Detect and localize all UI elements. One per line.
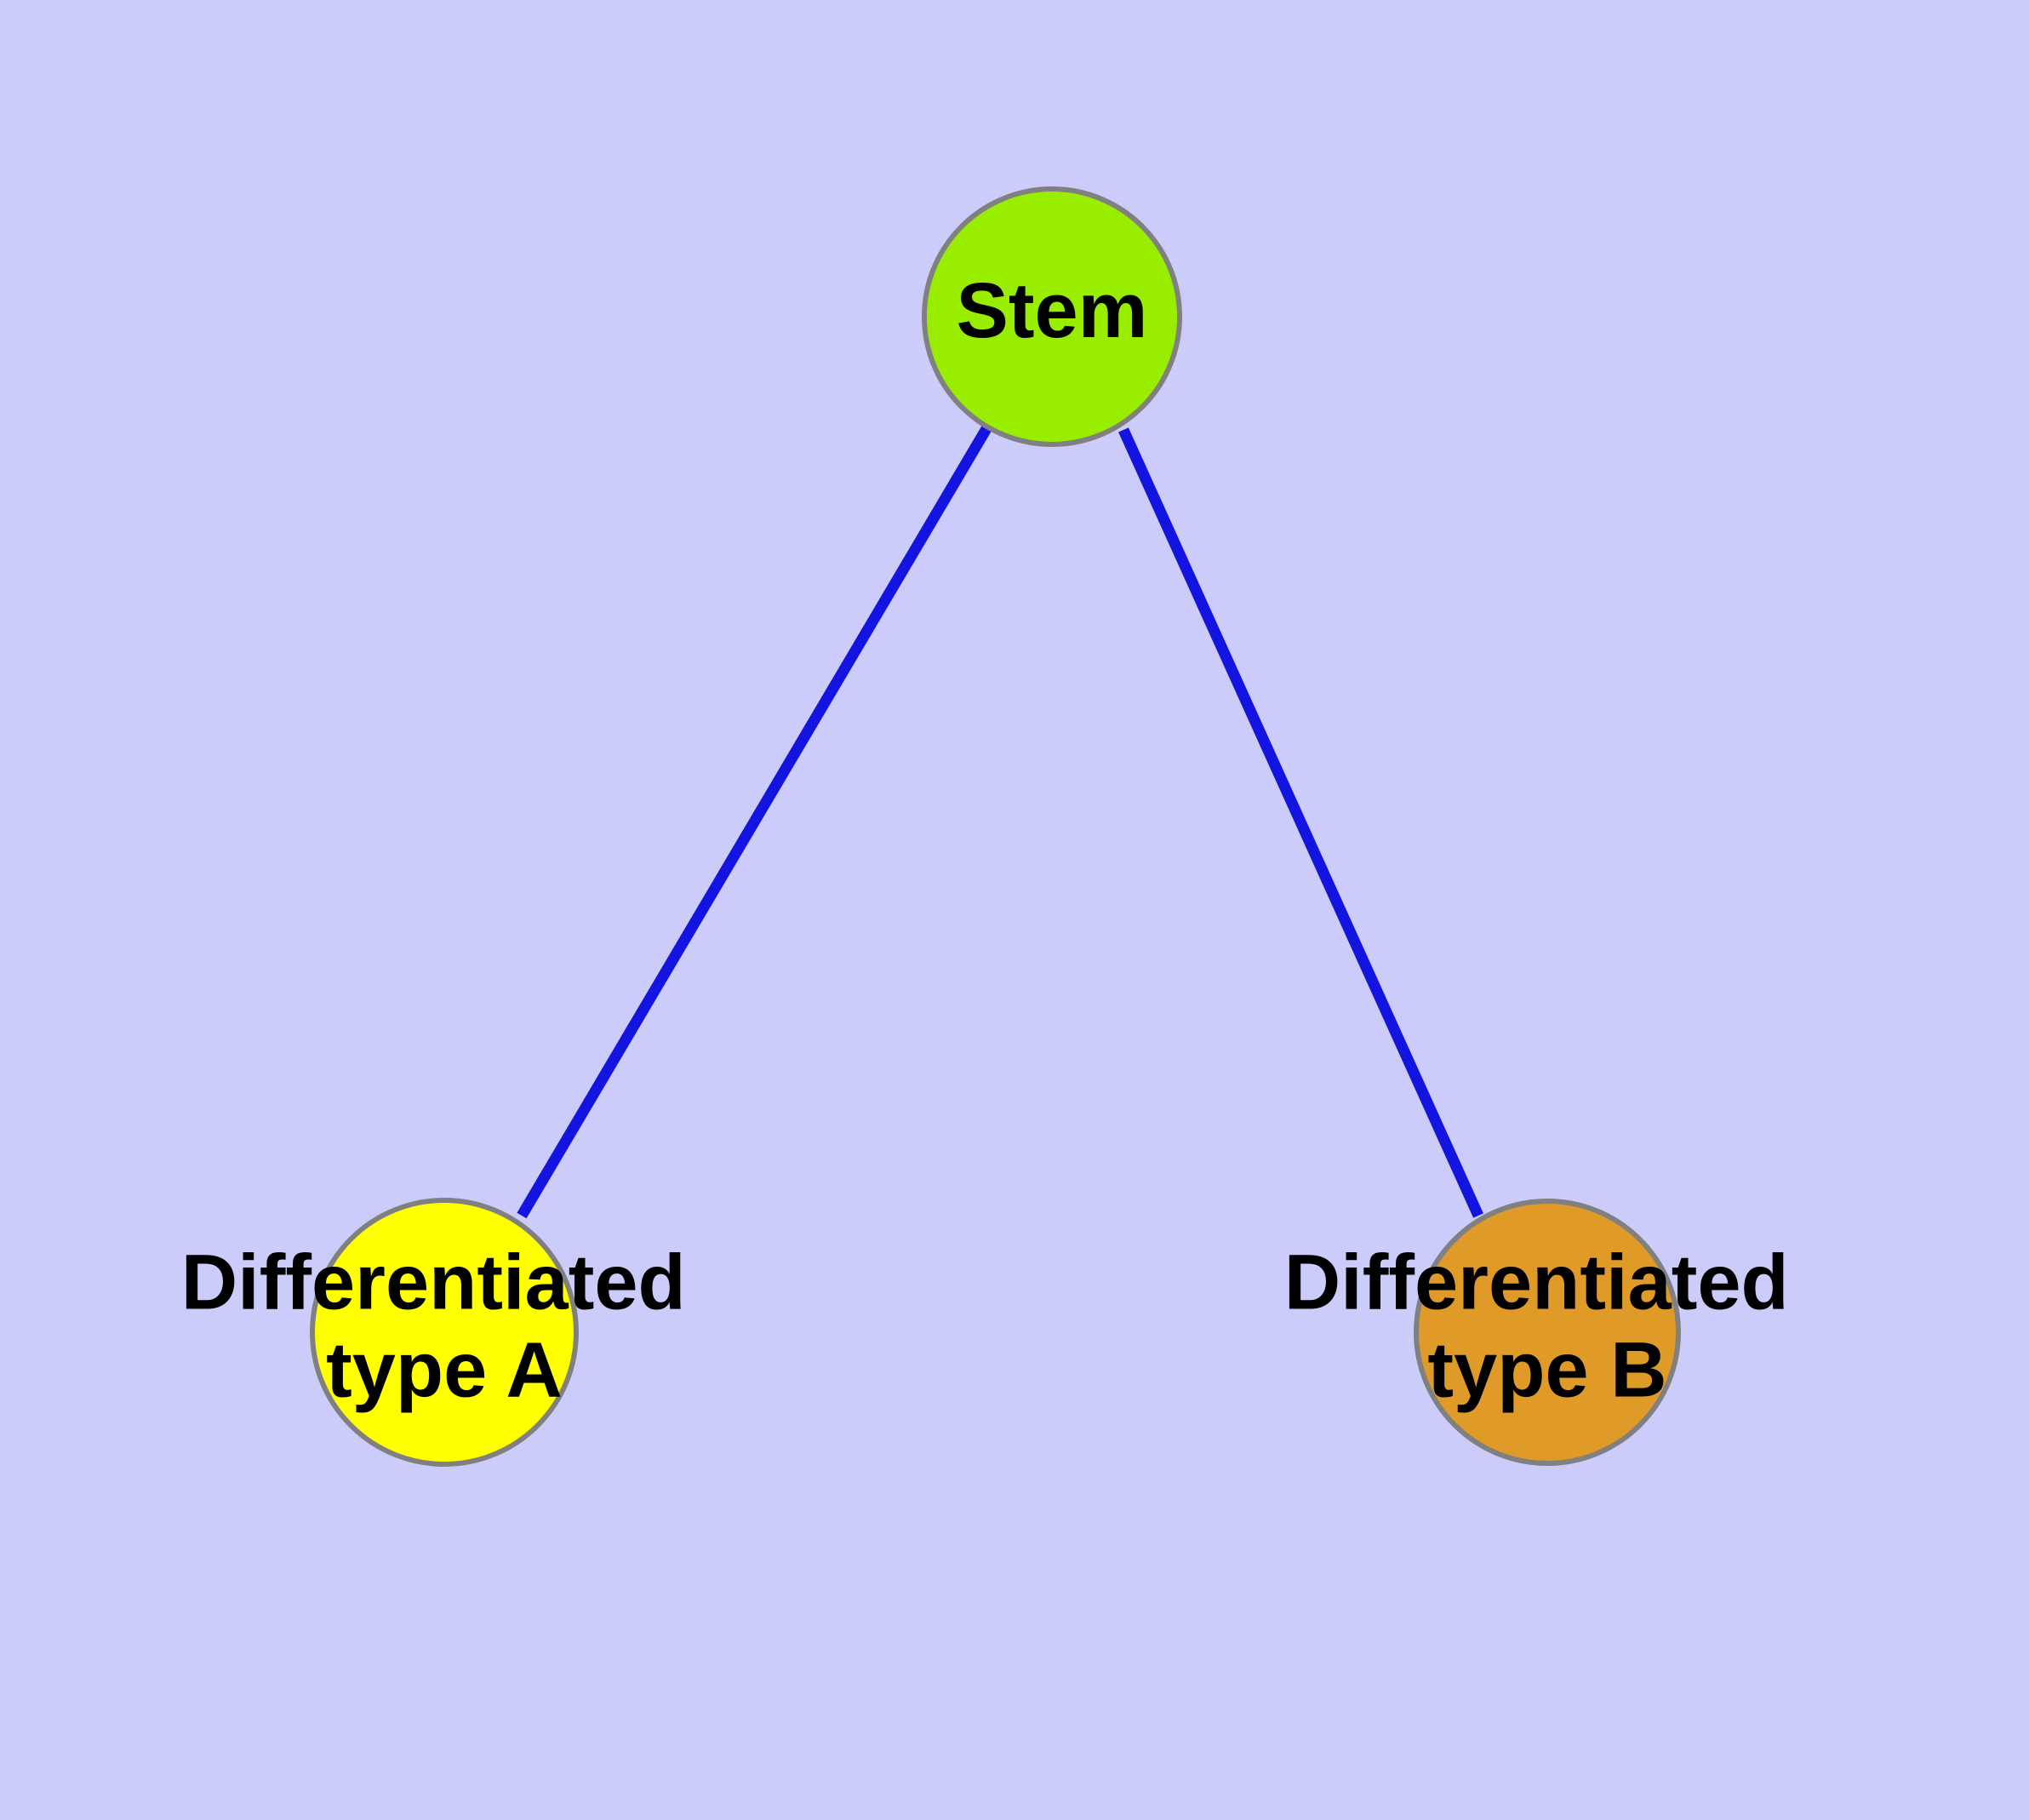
node-diff-a-label-line-2: type A <box>326 1327 563 1414</box>
node-diff-a[interactable] <box>310 1198 579 1467</box>
node-layer <box>310 186 1681 1467</box>
node-diff-b-circle[interactable] <box>1414 1199 1681 1466</box>
node-stem-label-line-1: Stem <box>957 267 1148 354</box>
label-layer: Stem Differentiated type A Differentiate… <box>181 267 1811 1414</box>
node-diff-a-circle[interactable] <box>310 1198 579 1467</box>
node-diff-a-label: Differentiated type A <box>181 1239 708 1414</box>
edge-stem-to-diff-b[interactable] <box>1118 427 1483 1218</box>
node-diff-b-label-line-1: Differentiated <box>1284 1239 1789 1326</box>
node-diff-b-label: Differentiated type B <box>1284 1239 1811 1414</box>
edge-stem-to-diff-a[interactable] <box>517 424 992 1219</box>
node-stem[interactable] <box>922 186 1182 447</box>
node-stem-label: Stem <box>957 267 1148 354</box>
edge-layer <box>517 424 1483 1219</box>
node-stem-circle[interactable] <box>922 186 1182 447</box>
node-diff-b-label-line-2: type B <box>1427 1327 1666 1414</box>
node-diff-b[interactable] <box>1414 1199 1681 1466</box>
node-diff-a-label-line-1: Differentiated <box>181 1239 686 1326</box>
